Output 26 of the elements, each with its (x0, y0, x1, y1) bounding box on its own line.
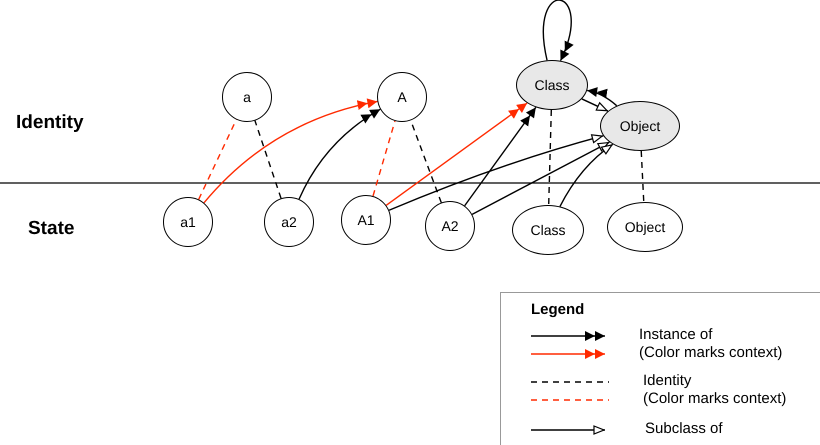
ellipse-node: Class (516, 60, 588, 110)
arrow (559, 144, 614, 207)
row-label: State (28, 218, 74, 240)
legend-text: Subclass of (645, 420, 723, 437)
arrow (472, 141, 610, 215)
circle-node: A1 (341, 195, 391, 245)
legend-text: Instance of (639, 326, 712, 343)
row-label: Identity (16, 112, 84, 134)
ellipse-node: Class (512, 205, 584, 255)
arrow (388, 134, 604, 211)
dashed-line (640, 150, 644, 202)
legend-heading: Legend (531, 301, 584, 318)
circle-node: a1 (163, 197, 213, 247)
circle-node: a (222, 72, 272, 122)
ellipse-node: Object (600, 101, 680, 151)
dashed-line (254, 120, 282, 199)
arrow (582, 98, 608, 112)
dashed-line (372, 120, 396, 196)
ellipse-node: Object (607, 202, 683, 252)
legend-text: Identity (643, 372, 692, 389)
circle-node: A2 (425, 201, 475, 251)
circle-node: A (377, 72, 427, 122)
dashed-line (548, 110, 552, 206)
circle-node: a2 (264, 197, 314, 247)
legend-text: (Color marks context) (639, 344, 782, 361)
legend-text: (Color marks context) (643, 390, 786, 407)
